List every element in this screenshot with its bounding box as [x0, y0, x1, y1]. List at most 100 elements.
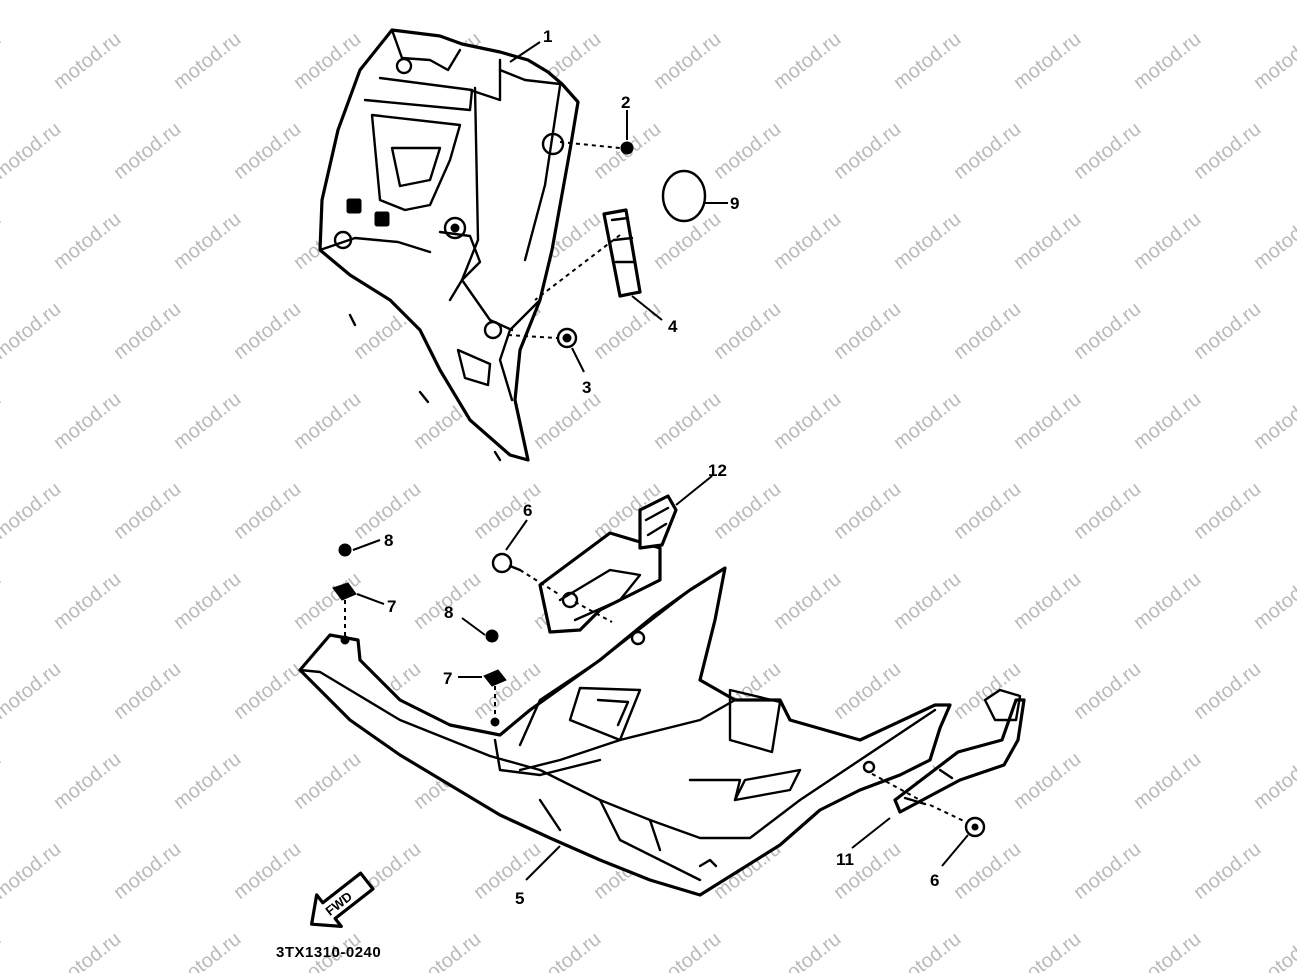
watermark-text: motod.ru [0, 748, 5, 814]
watermark-text: motod.ru [1250, 568, 1297, 634]
watermark-text: motod.ru [230, 0, 306, 4]
watermark-text: motod.ru [1250, 28, 1297, 94]
leader-lines [352, 41, 969, 881]
watermark-text: motod.ru [1250, 388, 1297, 454]
callout-4: 4 [668, 317, 678, 336]
watermark-text: motod.ru [230, 298, 306, 364]
watermark-text: motod.ru [170, 568, 246, 634]
watermark-text: motod.ru [170, 208, 246, 274]
watermark-text: motod.ru [830, 838, 906, 904]
watermark-text: motod.ru [50, 388, 126, 454]
watermark-text: motod.ru [1190, 0, 1266, 4]
watermark-text: motod.ru [710, 478, 786, 544]
part-8-screw-lower [485, 629, 499, 643]
watermark-text: motod.ru [710, 298, 786, 364]
watermark-text: motod.ru [1190, 298, 1266, 364]
watermark-text: motod.ru [1070, 0, 1146, 4]
watermark-text: motod.ru [650, 388, 726, 454]
watermark-text: motod.ru [290, 748, 366, 814]
watermark-text: motod.ru [830, 0, 906, 4]
watermark-text: motod.ru [710, 118, 786, 184]
watermark-text: motod.ru [410, 568, 486, 634]
watermark-text: motod.ru [170, 928, 246, 973]
part-6-screw-upper [491, 552, 561, 596]
watermark-text: motod.ru [650, 208, 726, 274]
watermark-text: motod.ru [1010, 208, 1086, 274]
watermark-text: motod.ru [1190, 838, 1266, 904]
watermark-text: motod.ru [890, 928, 966, 973]
watermark-text: motod.ru [1250, 748, 1297, 814]
callout-8-upper: 8 [384, 531, 393, 550]
watermark-text: motod.ru [710, 0, 786, 4]
watermark-text: motod.ru [1010, 568, 1086, 634]
part-11-bracket [864, 688, 1026, 814]
watermark-text: motod.ru [1190, 658, 1266, 724]
watermark-text: motod.ru [950, 478, 1026, 544]
watermark-text: motod.ru [410, 928, 486, 973]
watermark-text: motod.ru [890, 568, 966, 634]
watermark-text: motod.ru [770, 568, 846, 634]
part-6-screw-lower [929, 804, 986, 838]
part-8-screw-upper [338, 543, 352, 557]
watermark-text: motod.ru [110, 838, 186, 904]
watermark-text: motod.ru [1010, 928, 1086, 973]
watermark-text: motod.ru [1010, 748, 1086, 814]
callout-8-lower: 8 [444, 603, 453, 622]
watermark-text: motod.ru [290, 568, 366, 634]
watermark-text: motod.ru [830, 298, 906, 364]
callout-7-upper: 7 [387, 597, 396, 616]
watermark-text: motod.ru [470, 478, 546, 544]
watermark-text: motod.ru [1130, 568, 1206, 634]
watermark-text: motod.ru [530, 928, 606, 973]
part-1-leg-shield [318, 28, 580, 462]
callout-9: 9 [730, 194, 739, 213]
callout-3: 3 [582, 378, 591, 397]
watermark-text: motod.ru [1250, 928, 1297, 973]
watermark-text: motod.ru [890, 28, 966, 94]
watermark-text: motod.ru [110, 478, 186, 544]
watermark-text: motod.ru [230, 658, 306, 724]
watermark-text: motod.ru [950, 0, 1026, 4]
watermark-text: motod.ru [0, 838, 65, 904]
part-9-grommet [661, 169, 707, 223]
watermark-text: motod.ru [1190, 478, 1266, 544]
watermark-text: motod.ru [170, 388, 246, 454]
watermark-text: motod.ru [830, 118, 906, 184]
watermark-text: motod.ru [890, 208, 966, 274]
watermark-text: motod.ru [1130, 28, 1206, 94]
part-4-bracket [534, 208, 642, 301]
watermark-text: motod.ru [1130, 388, 1206, 454]
watermark-text: motod.ru [350, 0, 426, 4]
watermark-text: motod.ru [230, 118, 306, 184]
watermark-text: motod.ru [0, 0, 65, 4]
watermark-text: motod.ru [0, 388, 5, 454]
part-7-clip-upper [332, 582, 357, 645]
watermark-text: motod.ru [830, 478, 906, 544]
watermark-text: motod.ru [110, 0, 186, 4]
watermark-text: motod.ru [950, 838, 1026, 904]
watermark-text: motod.ru [0, 118, 65, 184]
watermark-text: motod.ru [1070, 478, 1146, 544]
watermark-text: motod.ru [50, 568, 126, 634]
part-5-footboard [298, 566, 952, 897]
callout-1: 1 [543, 27, 552, 46]
watermark-text: motod.ru [50, 208, 126, 274]
callout-11: 11 [836, 850, 854, 869]
watermark-text: motod.ru [470, 0, 546, 4]
callout-12: 12 [708, 461, 727, 480]
watermark-text: motod.ru [830, 658, 906, 724]
part-2-screw [559, 141, 634, 155]
watermark-text: motod.ru [0, 658, 65, 724]
watermark-text: motod.ru [110, 298, 186, 364]
watermark-text: motod.ru [1070, 118, 1146, 184]
callout-2: 2 [621, 93, 630, 112]
watermark-text: motod.ru [1070, 298, 1146, 364]
watermark-text: motod.ru [590, 298, 666, 364]
part-12-bracket [538, 494, 678, 634]
watermark-text: motod.ru [290, 388, 366, 454]
callout-6-lower: 6 [930, 871, 939, 890]
watermark-text: motod.ru [1130, 748, 1206, 814]
watermark-text: motod.ru [770, 388, 846, 454]
callout-labels: 1 2 9 4 3 12 6 8 7 8 7 11 6 5 [384, 27, 939, 908]
